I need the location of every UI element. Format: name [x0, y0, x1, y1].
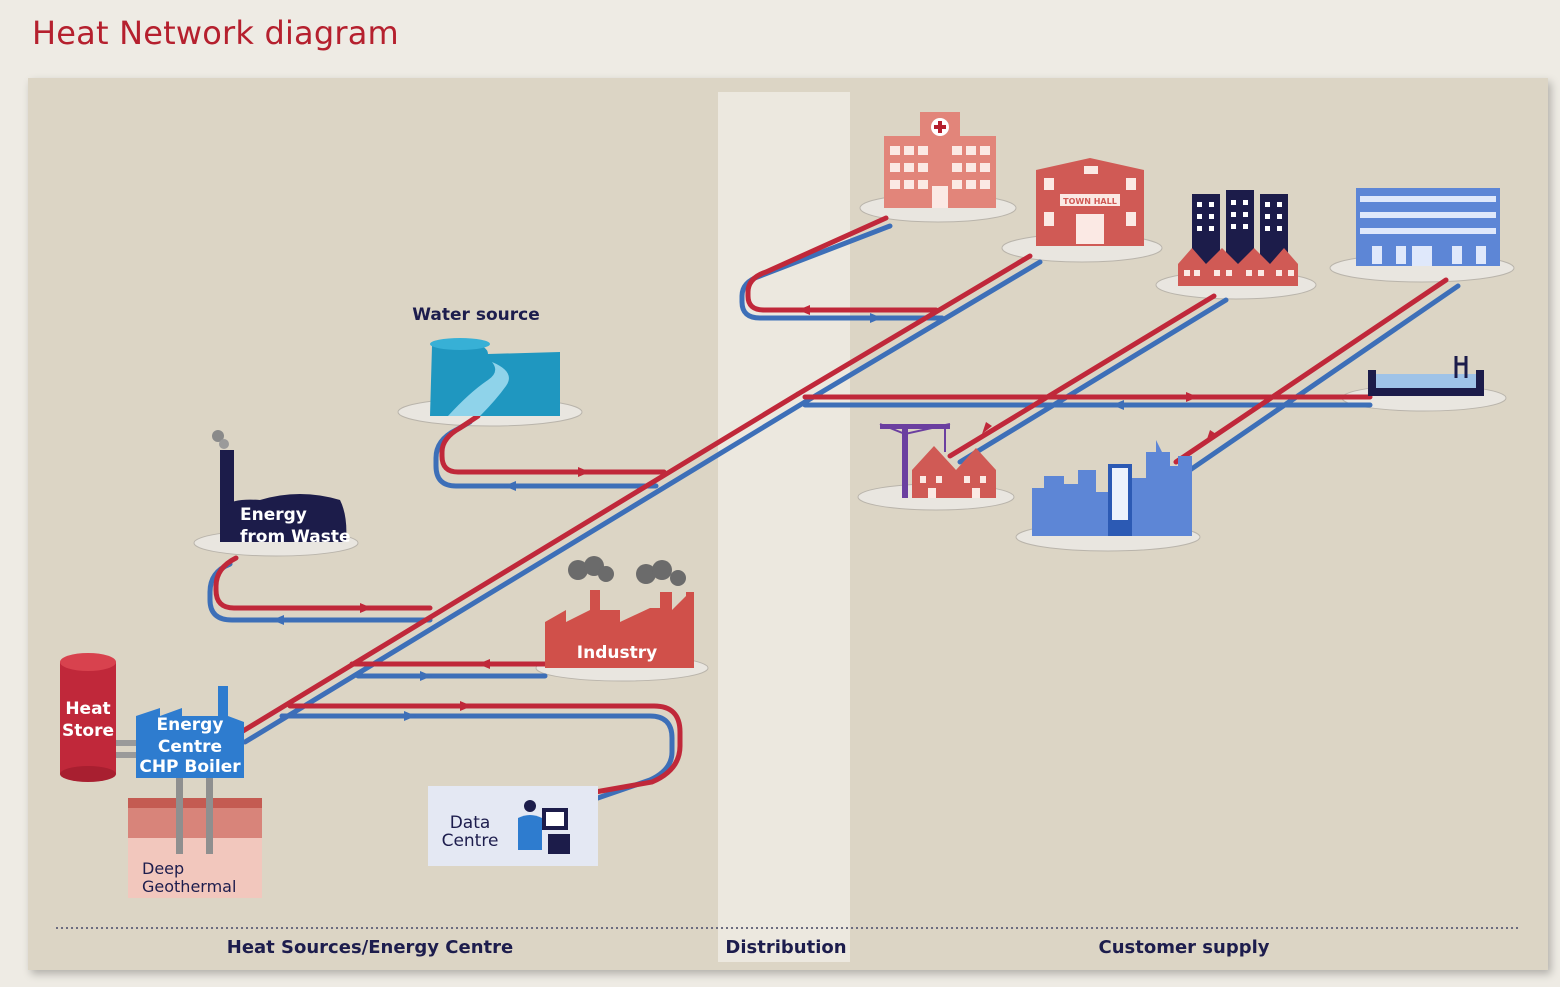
town-hall-sign: TOWN HALL: [1063, 197, 1117, 206]
data-centre-label-line2: Centre: [442, 831, 499, 851]
heat-store-icon: [60, 653, 116, 782]
office-building-icon: [1356, 188, 1500, 266]
heat-store-connectors: [116, 740, 136, 758]
energy-centre-label-line1: Energy: [157, 715, 224, 735]
energy-centre-icon: [136, 686, 244, 778]
section-label-customer: Customer supply: [1098, 937, 1269, 958]
flow-arrows: [360, 305, 1216, 711]
efw-label-line1: Energy: [240, 505, 307, 525]
distribution-band: [718, 92, 850, 962]
tower-blocks-icon: [1178, 190, 1298, 286]
section-label-distribution: Distribution: [725, 937, 846, 958]
geothermal-label-line1: Deep: [142, 859, 184, 878]
efw-label-line2: from Waste: [240, 527, 350, 547]
heat-store-label-line2: Store: [62, 721, 114, 741]
construction-site-icon: [879, 423, 996, 498]
geothermal-label-line2: Geothermal: [142, 877, 236, 896]
data-centre-icon: [428, 786, 598, 866]
industry-icon: [545, 556, 694, 668]
swimming-pool-icon: [1368, 356, 1484, 396]
energy-centre-label-line2: Centre: [158, 737, 222, 757]
heat-store-label-line1: Heat: [65, 699, 110, 719]
industry-label: Industry: [577, 643, 657, 663]
section-label-sources: Heat Sources/Energy Centre: [227, 937, 513, 958]
city-skyline-icon: [1032, 440, 1192, 536]
return-arrows: [272, 313, 1124, 721]
hospital-icon: [884, 112, 996, 208]
energy-centre-label-line3: CHP Boiler: [139, 757, 241, 777]
energy-from-waste-icon: [212, 430, 347, 542]
data-centre-label-line1: Data: [450, 813, 491, 833]
water-source-label: Water source: [412, 305, 539, 325]
flow-pipes: [213, 215, 1449, 797]
page-title: Heat Network diagram: [32, 14, 399, 52]
geothermal-icon: [128, 770, 262, 898]
water-source-icon: [430, 338, 560, 416]
town-hall-icon: [1036, 158, 1144, 246]
